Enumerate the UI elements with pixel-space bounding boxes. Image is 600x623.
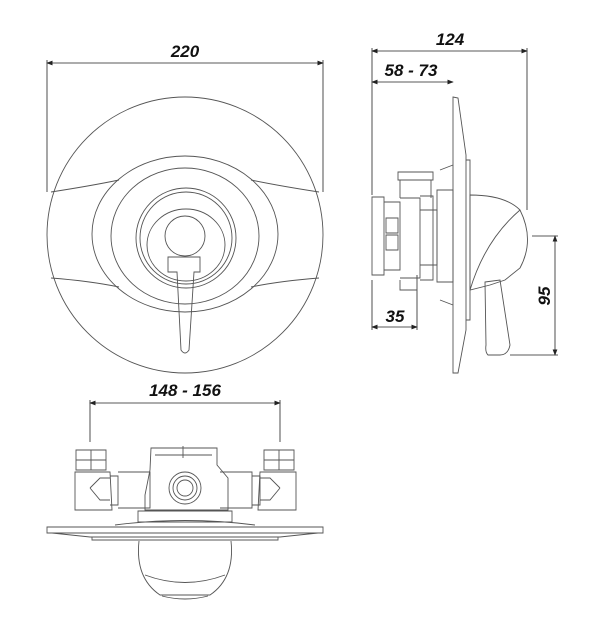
front-view: 220 xyxy=(46,42,324,374)
dimension-label-124: 124 xyxy=(436,30,465,49)
handle-dome-contour xyxy=(144,574,226,600)
plate-profile xyxy=(452,96,467,374)
valve-top-nut xyxy=(397,171,434,291)
left-inlet-valve xyxy=(74,449,119,511)
valve-body-side xyxy=(371,196,401,276)
side-view: 124 58 - 73 35 95 xyxy=(371,30,558,374)
cover-plate-edge xyxy=(46,526,324,541)
bottom-view: 148 - 156 xyxy=(46,381,324,600)
handle-dome-bottom xyxy=(138,540,232,596)
outlet-fitting-inner xyxy=(172,475,198,501)
outlet-bore xyxy=(176,479,194,497)
handle-dome-side xyxy=(469,194,528,291)
mounting-base xyxy=(114,510,256,526)
escutcheon-outer xyxy=(91,155,279,313)
ring-middle xyxy=(139,191,233,285)
valve-housing xyxy=(144,446,229,511)
escutcheon-inner xyxy=(110,167,260,305)
dimension-label-35: 35 xyxy=(386,307,405,326)
dimension-label-58-73: 58 - 73 xyxy=(385,61,438,80)
dimension-label-148-156: 148 - 156 xyxy=(149,381,221,400)
ring-outer xyxy=(135,187,237,289)
ring-inner xyxy=(146,208,226,282)
dimension-label-95: 95 xyxy=(535,286,554,305)
lever xyxy=(167,256,201,354)
mount-flange xyxy=(436,164,454,306)
cover-plate xyxy=(46,96,324,374)
outlet-fitting xyxy=(168,471,202,505)
escutcheon-profile xyxy=(466,159,471,321)
lever-side xyxy=(484,279,511,356)
knob xyxy=(164,215,206,257)
plate-contour-lines xyxy=(50,179,320,288)
cross-pipe xyxy=(118,471,253,509)
right-inlet-valve xyxy=(252,449,297,511)
dimension-label-220: 220 xyxy=(170,42,200,61)
valve-cartridge-side xyxy=(400,195,438,281)
